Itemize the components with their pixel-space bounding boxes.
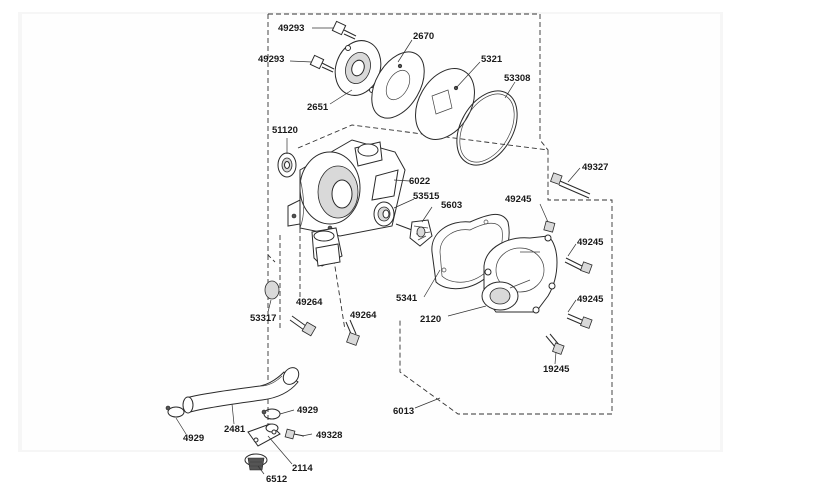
housing-2651 [334, 40, 382, 96]
bolt-49245-low [566, 313, 593, 329]
hose-2481 [182, 367, 300, 414]
disc-2670 [371, 51, 425, 119]
label-49245-top: 49245 [505, 194, 532, 205]
label-49245-mid: 49245 [577, 237, 604, 248]
label-53515: 53515 [413, 191, 440, 202]
label-4929-left: 4929 [183, 433, 204, 444]
plate-5321 [415, 68, 475, 140]
label-49293-mid: 49293 [258, 54, 284, 65]
bolt-49293-top [331, 20, 357, 40]
label-6022: 6022 [409, 176, 430, 187]
label-49245-low: 49245 [577, 294, 604, 305]
label-51120: 51120 [272, 125, 298, 136]
gasket-5341 [431, 214, 510, 290]
label-53308: 53308 [504, 73, 530, 84]
bearing-51120 [277, 152, 297, 178]
label-53317: 53317 [250, 313, 276, 324]
bolt-49264-left [289, 315, 317, 337]
label-4929-right: 4929 [297, 405, 318, 416]
label-5321: 5321 [481, 54, 503, 65]
pump-cover-2120 [481, 234, 558, 314]
label-6512: 6512 [266, 474, 287, 485]
bolt-49245-mid [564, 257, 593, 274]
label-49327: 49327 [582, 162, 608, 173]
o-ring-53308 [456, 90, 518, 166]
label-49293-top: 49293 [278, 23, 304, 34]
bolt-19245 [545, 333, 565, 355]
part-labels: 49293 49293 2670 5321 53308 2651 51120 6… [183, 23, 608, 485]
label-5341: 5341 [396, 293, 418, 304]
plug-53317 [264, 280, 280, 300]
thermostat-6512 [244, 453, 268, 471]
label-2120: 2120 [420, 314, 441, 325]
clamp-4929-left [165, 405, 185, 418]
bolt-49327 [550, 172, 591, 199]
label-49264-right: 49264 [350, 310, 377, 321]
label-6013: 6013 [393, 406, 414, 417]
label-19245: 19245 [543, 364, 570, 375]
clamp-4929-right [261, 408, 281, 420]
label-2114: 2114 [292, 463, 313, 474]
outlet-pipe [311, 227, 343, 267]
label-5603: 5603 [441, 200, 462, 211]
fitting-2114 [247, 423, 281, 447]
bolt-49264-right [345, 319, 360, 346]
label-2670: 2670 [413, 31, 434, 42]
bearing-53515 [373, 201, 395, 227]
nut-49245-top [543, 220, 556, 233]
label-49328: 49328 [316, 430, 342, 441]
impeller-5603 [395, 219, 433, 247]
bolt-49293-mid [309, 54, 335, 73]
label-2651: 2651 [307, 102, 329, 113]
label-49264-left: 49264 [296, 297, 323, 308]
leader-lines [175, 27, 581, 475]
label-2481: 2481 [224, 424, 246, 435]
